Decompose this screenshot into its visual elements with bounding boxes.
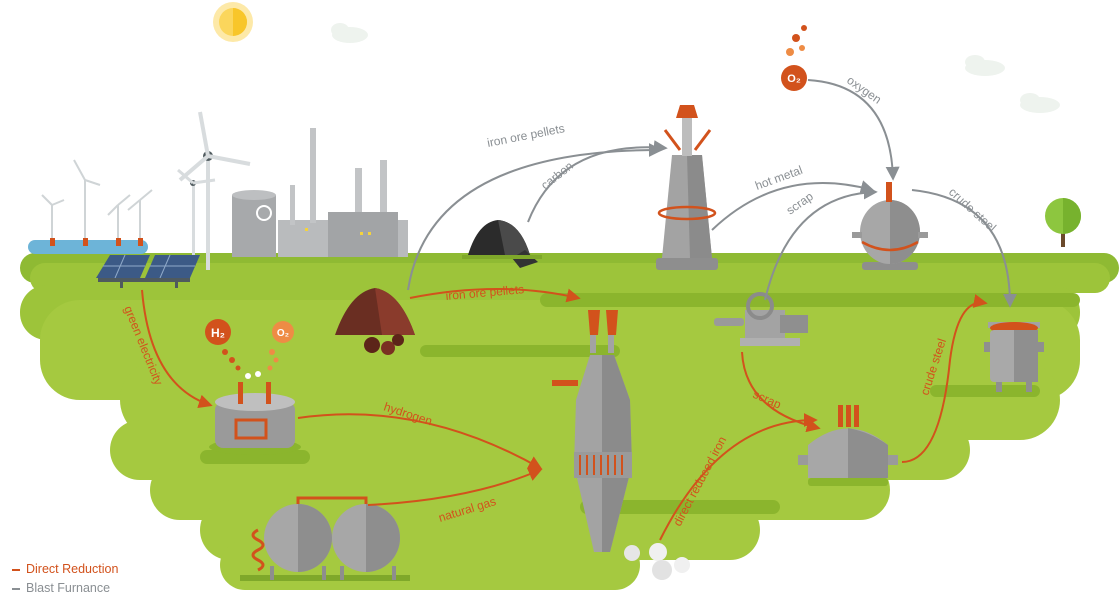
o2-bubble-label: O₂: [277, 328, 289, 339]
bubble-dots: [222, 349, 279, 371]
flow-arrow-carbon: [527, 140, 668, 223]
label-iron-ore-pellets-bf: iron ore pellets: [486, 121, 566, 150]
direct-reduction-flows: [141, 288, 988, 541]
iron-ore-heap-icon: [335, 288, 415, 355]
flow-arrow-natural-gas: [367, 467, 543, 506]
gas-tanks-icon: [240, 496, 410, 581]
flow-arrow-green-electricity: [141, 289, 213, 409]
flow-arrow-crude-steel-dr: [901, 294, 988, 463]
flow-arrow-scrap-dr: [741, 351, 821, 433]
label-carbon: carbon: [538, 159, 576, 193]
blast-furnace-flows: [407, 79, 1017, 308]
steel-ladle-icon: [984, 322, 1044, 392]
cloud-icon: [331, 23, 1060, 113]
wind-turbine-icon: [177, 111, 251, 270]
legend-swatch-direct-reduction: [12, 568, 20, 571]
legend-label-direct-reduction: Direct Reduction: [26, 562, 119, 576]
label-hot-metal: hot metal: [753, 163, 804, 193]
power-plant-icon: [232, 128, 408, 257]
tree-icon: [1045, 198, 1081, 247]
flow-arrow-scrap-bf: [764, 185, 878, 301]
blast-furnace-icon: [656, 105, 718, 270]
flow-arrow-hydrogen: [297, 413, 543, 470]
oxygen-bubble-top-icon: O₂: [781, 25, 807, 91]
dri-pellets-icon: [624, 543, 690, 580]
direct-reduction-shaft-icon: [552, 310, 632, 552]
label-crude-steel-bf: crude steel: [946, 185, 999, 235]
flow-arrow-hot-metal: [711, 180, 875, 231]
oxygen-converter-icon: [852, 182, 928, 270]
electric-arc-furnace-icon: [798, 405, 898, 486]
grass-landscape: [20, 253, 1119, 590]
flow-arrow-iron-ore-pellets-dr: [409, 288, 581, 303]
legend-item-direct-reduction: Direct Reduction: [12, 560, 118, 579]
electrolyser-icon: [209, 371, 301, 455]
coal-heap-icon: [462, 220, 542, 268]
label-iron-ore-pellets-dr: iron ore pellets: [445, 282, 525, 303]
flow-arrow-direct-reduced-iron: [659, 413, 818, 541]
scrap-pile-icon: [714, 292, 808, 346]
legend-label-blast-furnace: Blast Furnance: [26, 581, 111, 595]
wind-turbine-icon: [41, 159, 153, 245]
h2-bubble-label: H₂: [211, 326, 225, 340]
legend-swatch-blast-furnace: [12, 587, 20, 590]
turbine-base-marks: [50, 238, 143, 246]
oxygen-bubble-icon: O₂: [272, 321, 294, 343]
label-scrap-bf: scrap: [784, 189, 816, 217]
legend-item-blast-furnace: Blast Furnance: [12, 579, 118, 598]
flow-arrow-crude-steel-bf: [911, 189, 1017, 308]
flow-arrow-oxygen: [807, 79, 900, 181]
sun-icon: [213, 2, 253, 42]
legend: Direct Reduction Blast Furnance: [12, 560, 118, 598]
solar-panel-icon: [96, 254, 200, 288]
o2-top-bubble-label: O₂: [787, 73, 801, 85]
hydrogen-bubble-icon: H₂: [205, 319, 231, 345]
